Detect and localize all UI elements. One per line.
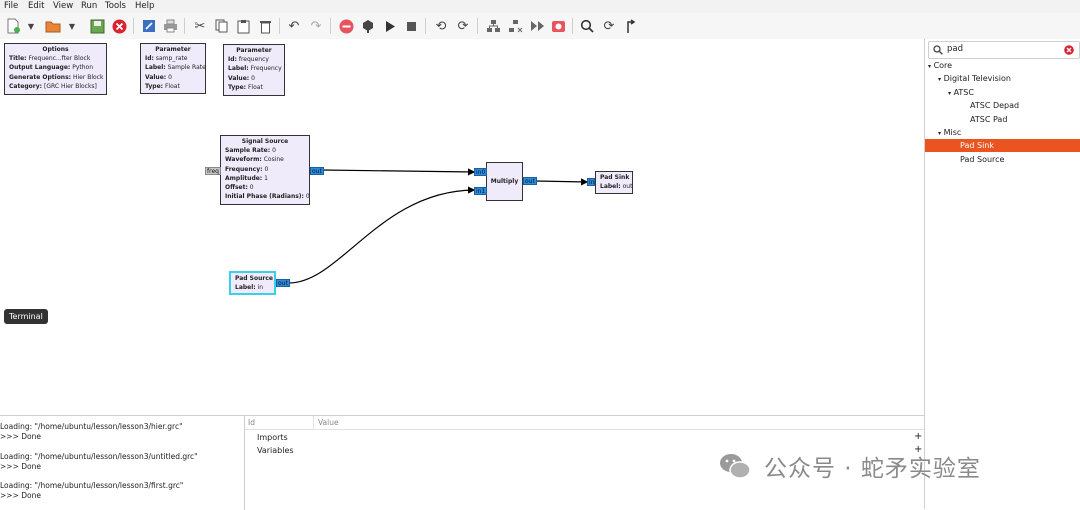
menu-tools[interactable]: Tools	[105, 1, 126, 11]
connection-multiply-to-padsink	[535, 178, 589, 186]
column-value[interactable]: Value	[318, 418, 339, 427]
connections	[288, 168, 589, 284]
menu-help[interactable]: Help	[135, 1, 155, 11]
redo-icon[interactable]: ↷	[310, 18, 322, 34]
rotate-cw-icon[interactable]: ⟳	[457, 18, 469, 34]
menu-run[interactable]: Run	[81, 1, 98, 11]
paste-icon[interactable]	[234, 17, 252, 35]
console-line: >>> Done	[0, 432, 41, 441]
fast-forward-icon[interactable]	[528, 17, 546, 35]
print-icon[interactable]	[161, 17, 179, 35]
rotate-ccw-icon[interactable]: ⟲	[435, 18, 447, 34]
undo-icon[interactable]: ↶	[288, 18, 300, 34]
pad-source-out-port[interactable]: out	[276, 279, 290, 287]
disable-block-icon[interactable]	[337, 17, 355, 35]
tree-item-core[interactable]: ▾ Core	[928, 61, 953, 70]
block-title: Options	[42, 46, 69, 53]
search-input[interactable]: pad	[947, 44, 963, 54]
delete-icon[interactable]	[256, 17, 274, 35]
tree-item-digital-television[interactable]: ▾ Digital Television	[938, 74, 1011, 83]
console-panel[interactable]: Loading: "/home/ubuntu/lesson/lesson3/hi…	[0, 415, 245, 510]
chevron-down-icon[interactable]: ▼	[27, 21, 35, 31]
flowgraph-canvas[interactable]: Options Title: Frequenc...fter Block Out…	[0, 39, 924, 415]
multiply-block[interactable]: Multiply	[486, 162, 523, 201]
search-icon	[933, 45, 943, 55]
play-icon[interactable]	[381, 17, 399, 35]
clear-search-icon[interactable]	[1064, 45, 1074, 55]
wechat-icon	[720, 454, 751, 479]
expand-variables-icon[interactable]: +	[914, 444, 923, 455]
copy-icon[interactable]	[212, 17, 230, 35]
signal-source-block[interactable]: Signal Source Sample Rate: 0 Waveform: C…	[220, 135, 310, 205]
watermark: 公众号 · 蛇矛实验室	[718, 448, 981, 484]
tree-item-misc[interactable]: ▾ Misc	[938, 128, 962, 137]
create-hier-icon[interactable]	[484, 17, 502, 35]
pad-source-block[interactable]: Pad Source Label: in	[229, 271, 276, 295]
tree-item-atsc-pad[interactable]: ATSC Pad	[970, 115, 1008, 124]
connection-padsource-to-multiply	[288, 186, 476, 284]
close-icon[interactable]	[110, 17, 128, 35]
variables-panel: Id Value Imports Variables + +	[245, 415, 924, 510]
block-library-panel: pad ▾ Core ▾ Digital Television ▾ ATSC A…	[924, 39, 1080, 509]
multiply-in1-port[interactable]: in1	[474, 187, 488, 195]
imports-row[interactable]: Imports	[257, 433, 288, 442]
pad-sink-block[interactable]: Pad Sink Label: out	[595, 171, 633, 194]
find-icon[interactable]	[578, 17, 596, 35]
tree-item-pad-source[interactable]: Pad Source	[960, 155, 1005, 164]
reload-icon[interactable]: ⟳	[603, 18, 615, 34]
pad-sink-in-port[interactable]: in	[587, 178, 595, 186]
options-block[interactable]: Options Title: Frequenc...fter Block Out…	[4, 43, 107, 95]
stop-icon[interactable]	[402, 17, 420, 35]
column-id[interactable]: Id	[248, 418, 255, 427]
tree-item-atsc[interactable]: ▾ ATSC	[948, 88, 974, 97]
console-line: Loading: "/home/ubuntu/lesson/lesson3/fi…	[0, 481, 184, 490]
variables-header: Id Value	[245, 416, 924, 430]
menu-view[interactable]: View	[53, 1, 74, 11]
cut-icon[interactable]: ✂	[194, 18, 206, 34]
toolbar: ▼ ▼ ✂ ↶ ↷ ⟲ ⟳ ⟳	[0, 13, 1080, 40]
save-icon[interactable]	[88, 17, 106, 35]
menu-bar: File Edit View Run Tools Help	[0, 0, 1080, 13]
tree-item-pad-sink[interactable]: Pad Sink	[925, 139, 1080, 152]
parameter-block-samp-rate[interactable]: Parameter Id: samp_rate Label: Sample Ra…	[140, 43, 206, 94]
expand-imports-icon[interactable]: +	[914, 431, 923, 442]
kill-icon[interactable]	[549, 17, 567, 35]
console-line: Loading: "/home/ubuntu/lesson/lesson3/hi…	[0, 422, 183, 431]
menu-edit[interactable]: Edit	[28, 1, 45, 11]
multiply-in0-port[interactable]: in0	[474, 168, 488, 176]
block-search-field[interactable]: pad	[928, 41, 1080, 59]
console-line: Loading: "/home/ubuntu/lesson/lesson3/un…	[0, 452, 198, 461]
open-hier-icon[interactable]	[506, 17, 524, 35]
open-folder-icon[interactable]	[44, 17, 62, 35]
console-line: >>> Done	[0, 491, 41, 500]
multiply-out-port[interactable]: out	[523, 177, 537, 185]
menu-file[interactable]: File	[4, 1, 19, 11]
edit-icon[interactable]	[140, 17, 158, 35]
signal-source-out-port[interactable]: out	[310, 167, 324, 175]
tree-item-atsc-depad[interactable]: ATSC Depad	[970, 101, 1020, 110]
console-line: >>> Done	[0, 462, 41, 471]
new-file-icon[interactable]	[4, 17, 22, 35]
connection-signal-to-multiply	[321, 168, 476, 176]
signal-source-freq-port[interactable]: freq	[205, 167, 221, 175]
generate-icon[interactable]	[359, 17, 377, 35]
terminal-tooltip: Terminal	[4, 309, 48, 324]
parameter-block-frequency[interactable]: Parameter Id: frequency Label: Frequency…	[223, 44, 285, 96]
variables-row[interactable]: Variables	[257, 446, 294, 455]
chevron-down-icon[interactable]: ▼	[68, 21, 76, 31]
flow-graph-icon[interactable]	[622, 17, 640, 35]
